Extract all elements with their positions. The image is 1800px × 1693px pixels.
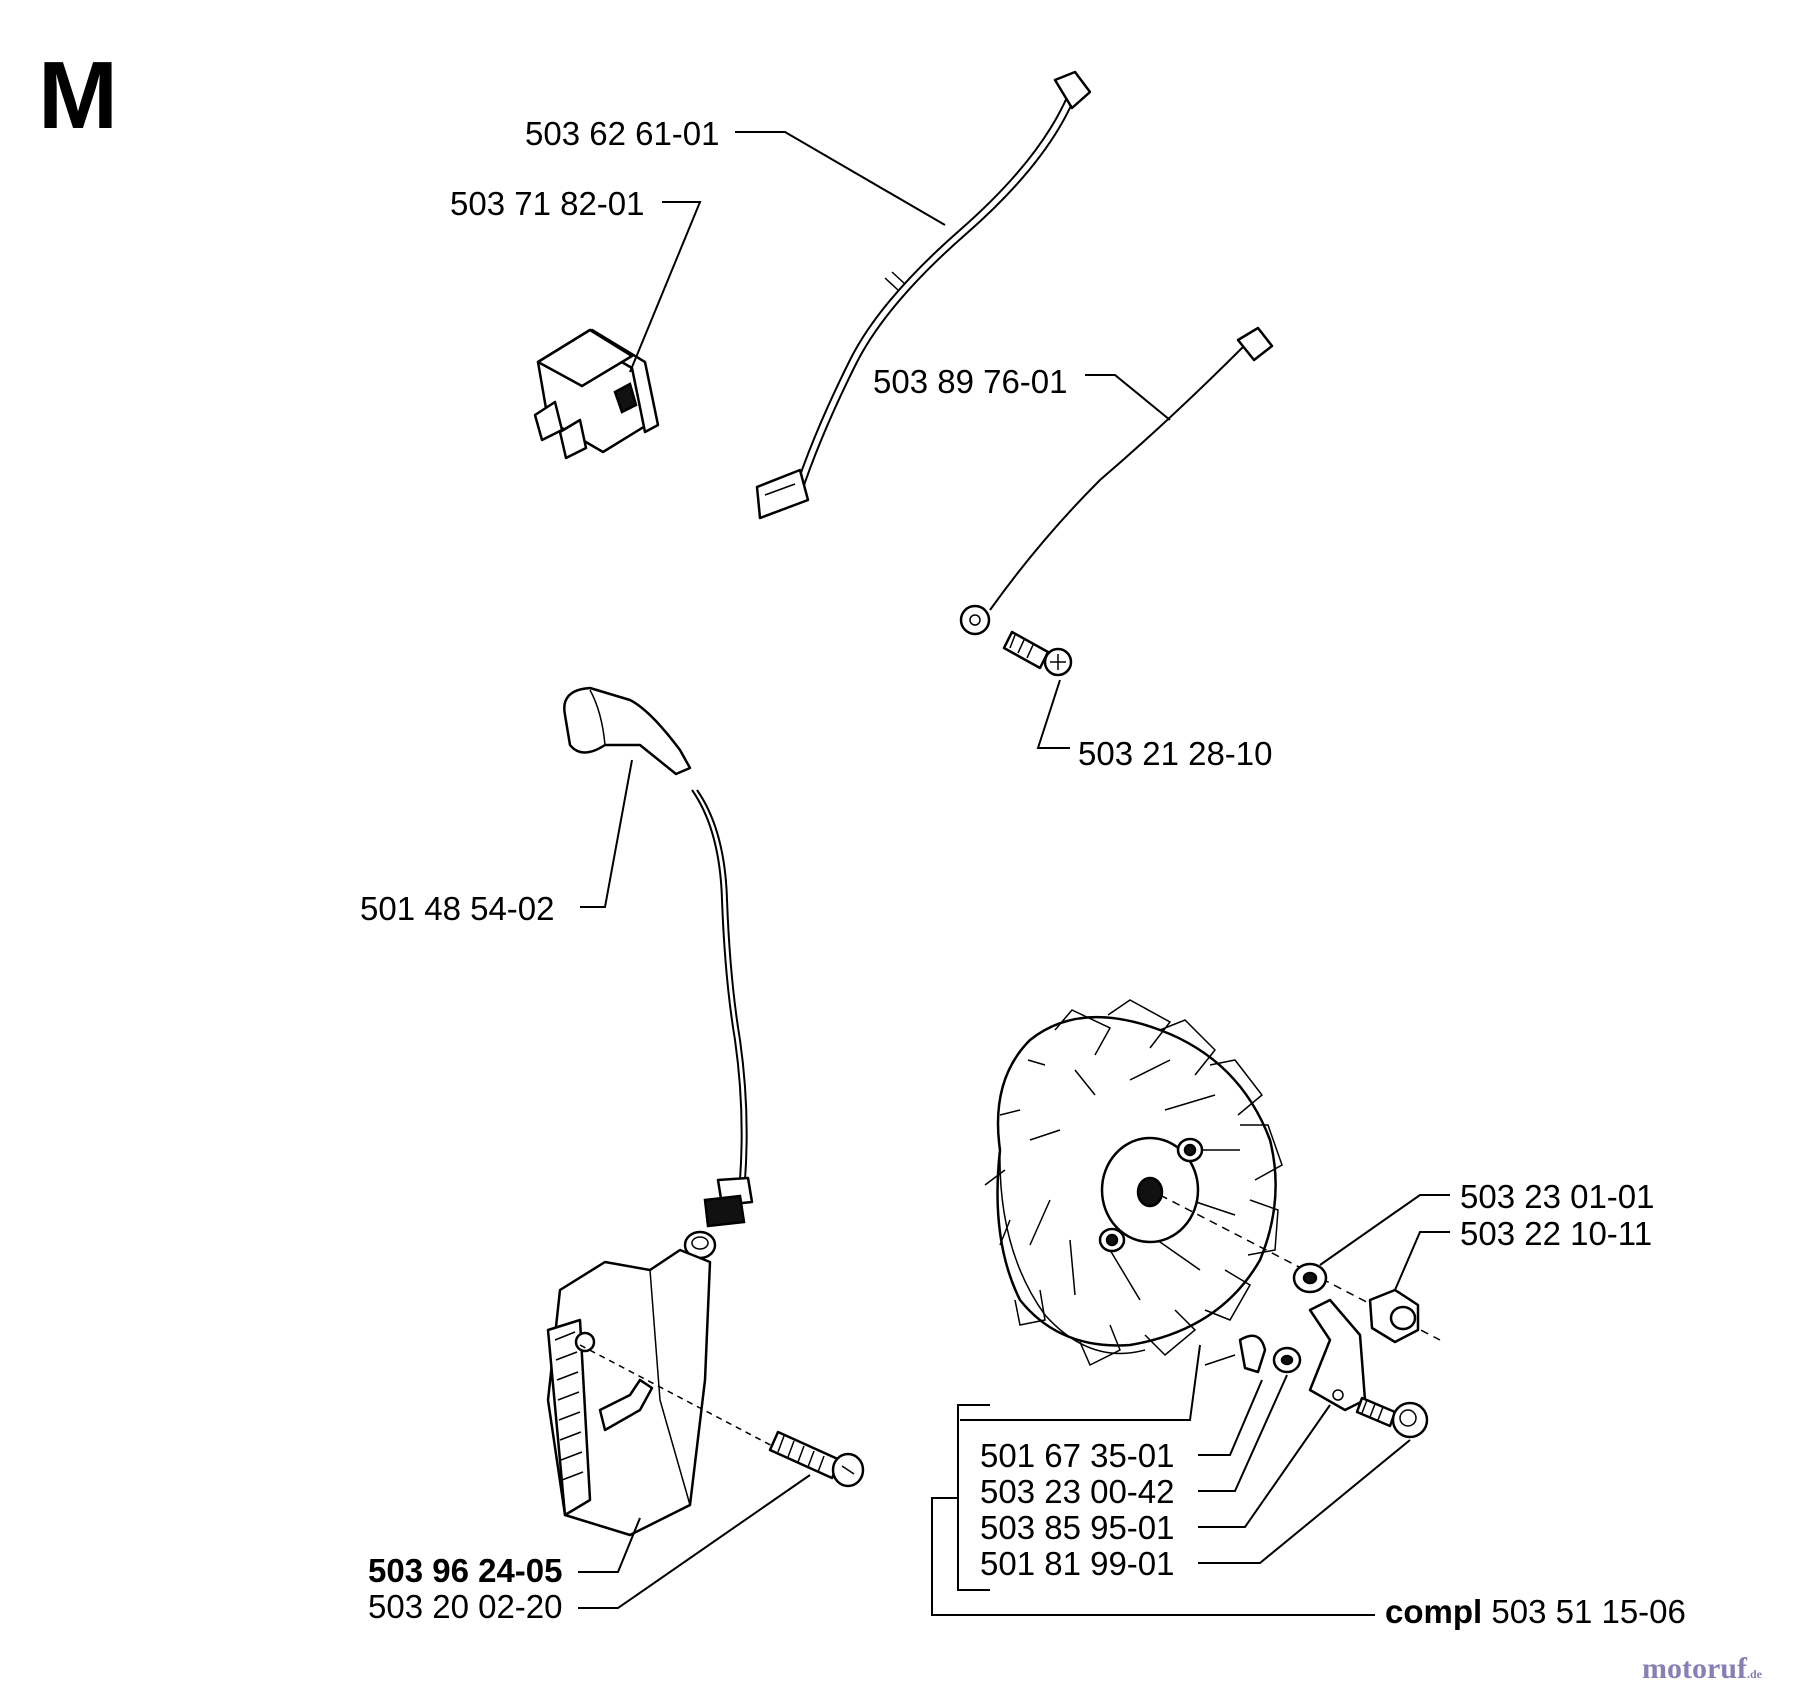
- leader-nut: [1394, 1231, 1450, 1291]
- plug-cap-drawing: [563, 686, 748, 1181]
- nut-drawing: [1368, 1288, 1420, 1344]
- label-key: 501 67 35-01: [980, 1437, 1175, 1474]
- section-letter: M: [38, 42, 118, 149]
- leader-key: [1198, 1379, 1263, 1456]
- leader-wire-right: [1085, 374, 1171, 421]
- key-drawing: [1204, 1334, 1267, 1374]
- leader-screw-small: [1036, 679, 1070, 749]
- label-module-screw: 503 20 02-20: [368, 1588, 563, 1625]
- screw-small-drawing: [1002, 630, 1073, 677]
- label-switch: 503 71 82-01: [450, 185, 645, 222]
- pawl-screw-drawing: [1355, 1396, 1429, 1439]
- module-screw-drawing: [768, 1430, 865, 1488]
- label-ignition-module: 503 96 24-05: [368, 1552, 563, 1589]
- compl-prefix: compl: [1385, 1593, 1482, 1630]
- label-pawl-screw: 501 81 99-01: [980, 1545, 1175, 1582]
- label-washer: 503 23 01-01: [1460, 1178, 1655, 1215]
- flywheel-drawing: [984, 999, 1441, 1367]
- compl-space: [1482, 1593, 1491, 1630]
- leader-ignition-module: [578, 1517, 641, 1573]
- switch-drawing: [533, 328, 660, 460]
- watermark-text: motoruf: [1642, 1652, 1748, 1685]
- ignition-module-drawing: [546, 1176, 781, 1537]
- leader-flywheel: [960, 1344, 1201, 1421]
- watermark-suffix: .de: [1747, 1667, 1763, 1681]
- wire-upper-drawing: [755, 70, 1092, 520]
- leader-module-screw: [578, 1474, 811, 1609]
- label-compl: compl 503 51 15-06: [1385, 1593, 1686, 1630]
- label-screw-small: 503 21 28-10: [1078, 735, 1273, 772]
- label-pawl: 503 85 95-01: [980, 1509, 1175, 1546]
- leader-switch: [629, 201, 702, 373]
- leader-washer: [1319, 1194, 1450, 1266]
- watermark: motoruf.de: [1642, 1652, 1763, 1685]
- bracket-outer: [931, 1497, 1375, 1616]
- compl-number: 503 51 15-06: [1491, 1593, 1686, 1630]
- washer-small-drawing: [1272, 1346, 1302, 1374]
- label-plug-cap: 501 48 54-02: [360, 890, 555, 927]
- leader-wire-upper: [735, 131, 946, 226]
- label-wire-right: 503 89 76-01: [873, 363, 1068, 400]
- pawl-drawing: [1308, 1298, 1367, 1412]
- leader-pawl: [1198, 1404, 1331, 1528]
- leader-washer-small: [1198, 1374, 1288, 1492]
- label-washer-small: 503 23 00-42: [980, 1473, 1175, 1510]
- leader-plug-cap: [580, 759, 633, 908]
- label-wire-upper: 503 62 61-01: [525, 115, 720, 152]
- leader-pawl-screw: [1198, 1439, 1411, 1564]
- washer-drawing: [1292, 1262, 1328, 1294]
- wire-right-drawing: [959, 326, 1274, 636]
- label-nut: 503 22 10-11: [1460, 1215, 1652, 1252]
